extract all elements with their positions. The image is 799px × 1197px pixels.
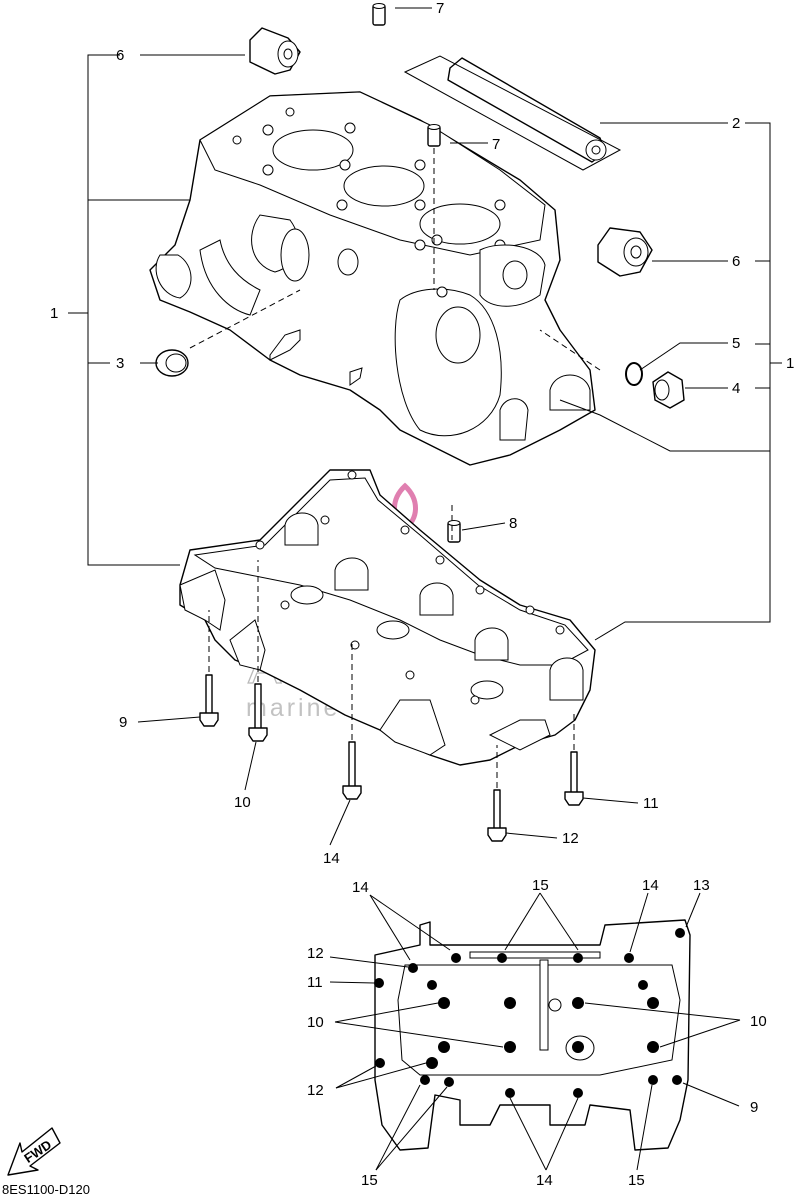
dowel-pin-lower <box>447 520 461 543</box>
lower-crankcase <box>179 469 596 766</box>
pattern-label-9: 9 <box>750 1099 758 1116</box>
screw-plug <box>652 371 685 409</box>
callout-1-right: 1 <box>786 355 794 372</box>
pattern-bolt-dots <box>374 928 685 1098</box>
pattern-label-15-top: 15 <box>532 877 549 894</box>
pattern-label-11: 11 <box>307 974 323 991</box>
pattern-label-14-bottom: 14 <box>536 1172 553 1189</box>
bolt-12 <box>487 789 507 842</box>
pattern-label-10-left: 10 <box>307 1014 324 1031</box>
pattern-label-12-upper: 12 <box>307 945 324 962</box>
callout-1-left: 1 <box>50 305 58 322</box>
dowel-pin-mid <box>427 124 441 147</box>
plug <box>155 349 189 377</box>
pattern-label-15-bottom-left: 15 <box>361 1172 378 1189</box>
callout-7-mid: 7 <box>492 136 500 153</box>
pattern-label-10-right: 10 <box>750 1013 767 1030</box>
mount-rod <box>403 55 622 171</box>
upper-crankcase <box>149 91 596 466</box>
callout-8: 8 <box>509 515 517 532</box>
callout-4: 4 <box>732 380 740 397</box>
pattern-label-14-top-left: 14 <box>352 879 369 896</box>
callout-9: 9 <box>119 714 127 731</box>
dowel-pin-top <box>372 3 386 26</box>
callout-6-right: 6 <box>732 253 740 270</box>
engine-mount-right <box>597 227 653 277</box>
callout-12: 12 <box>562 830 579 847</box>
bolt-11 <box>564 751 584 806</box>
callout-6-top: 6 <box>116 47 124 64</box>
pattern-label-15-bottom-right: 15 <box>628 1172 645 1189</box>
bolt-14 <box>342 741 362 800</box>
callout-14: 14 <box>323 850 340 867</box>
engine-mount-top <box>249 27 301 75</box>
callout-labels: 6 7 2 7 6 1 5 1 3 4 8 9 10 11 12 14 <box>50 0 794 867</box>
callout-10: 10 <box>234 794 251 811</box>
pattern-label-12-lower: 12 <box>307 1082 324 1099</box>
fwd-arrow-icon: FWD <box>7 1127 61 1176</box>
callout-5: 5 <box>732 335 740 352</box>
o-ring <box>625 362 643 386</box>
callout-3: 3 <box>116 355 124 372</box>
callout-7-top: 7 <box>436 0 444 17</box>
leader-lines <box>68 7 782 846</box>
pattern-label-14-top-right: 14 <box>642 877 659 894</box>
bolt-9 <box>199 674 219 727</box>
callout-2: 2 <box>732 115 740 132</box>
callout-11: 11 <box>643 795 659 812</box>
pattern-label-13: 13 <box>693 877 710 894</box>
bolt-10 <box>248 683 268 742</box>
bolt-tightening-pattern: 14 15 14 13 12 11 10 10 12 9 15 14 15 <box>307 877 767 1189</box>
diagram-code: 8ES1100-D120 <box>2 1182 90 1197</box>
